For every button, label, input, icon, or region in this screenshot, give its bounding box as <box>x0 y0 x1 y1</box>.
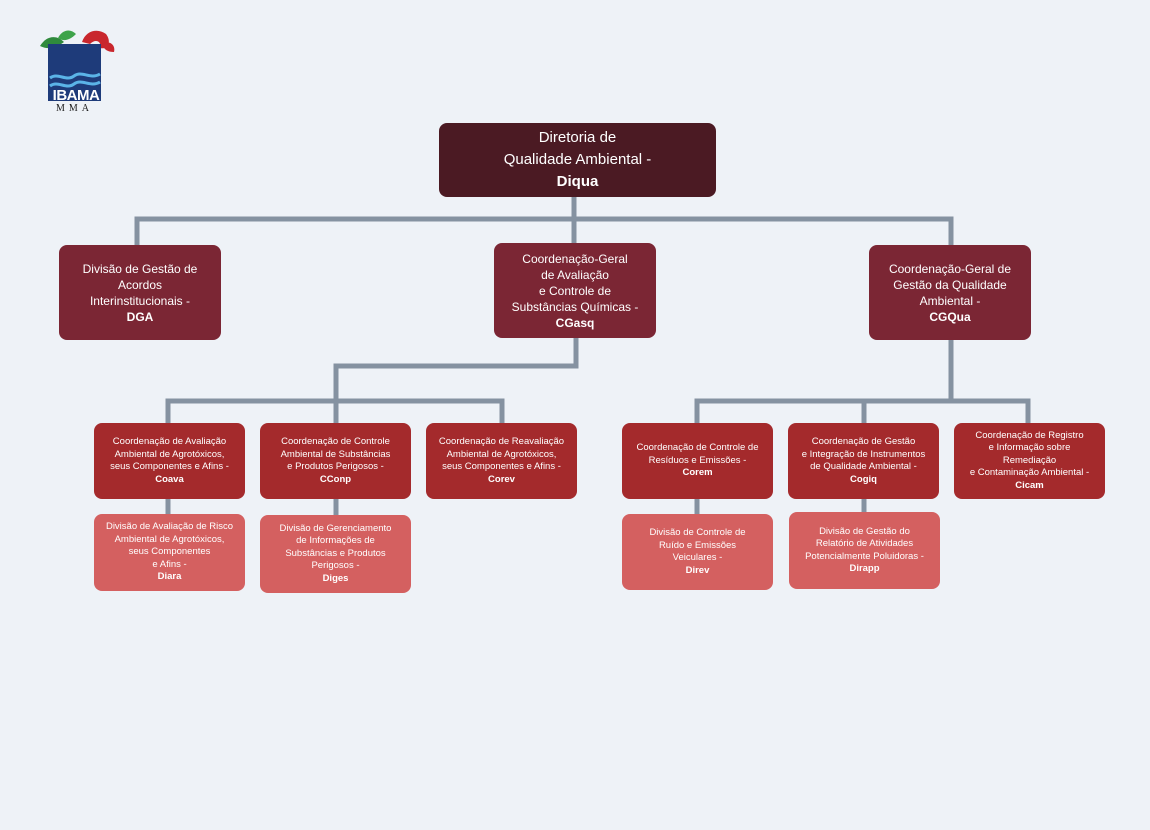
node-corem: Coordenação de Controle de Resíduos e Em… <box>622 423 773 499</box>
node-cconp: Coordenação de Controle Ambiental de Sub… <box>260 423 411 499</box>
node-abbr: Corem <box>682 467 713 479</box>
ibama-logo: IBAMA MMA <box>36 24 126 116</box>
node-name: Coordenação-Geral de Avaliação e Control… <box>511 251 639 314</box>
node-name: Divisão de Gerenciamento de Informações … <box>279 522 392 572</box>
leaf-emblem-icon <box>40 30 115 52</box>
node-dga: Divisão de Gestão de Acordos Interinstit… <box>59 245 221 340</box>
waves-icon <box>49 72 101 88</box>
logo-name: IBAMA <box>52 87 100 104</box>
node-dirapp: Divisão de Gestão do Relatório de Ativid… <box>789 512 940 589</box>
node-abbr: Corev <box>488 473 515 485</box>
node-name: Coordenação de Controle de Resíduos e Em… <box>636 442 759 466</box>
node-diges: Divisão de Gerenciamento de Informações … <box>260 515 411 593</box>
node-name: Coordenação de Avaliação Ambiental de Ag… <box>110 436 229 472</box>
node-name: Coordenação de Registro e Informação sob… <box>969 429 1090 479</box>
node-cgasq: Coordenação-Geral de Avaliação e Control… <box>494 243 656 338</box>
node-name: Divisão de Controle de Ruído e Emissões … <box>649 527 746 563</box>
node-cgqua: Coordenação-Geral de Gestão da Qualidade… <box>869 245 1031 340</box>
node-abbr: CConp <box>319 473 352 485</box>
logo-sub: MMA <box>55 103 93 114</box>
node-abbr: Coava <box>155 473 184 485</box>
node-direv: Divisão de Controle de Ruído e Emissões … <box>622 514 773 590</box>
node-diqua: Diretoria de Qualidade Ambiental - Diqua <box>439 123 716 197</box>
node-abbr: CGasq <box>555 315 595 330</box>
node-name: Coordenação de Controle Ambiental de Sub… <box>280 436 391 472</box>
node-coava: Coordenação de Avaliação Ambiental de Ag… <box>94 423 245 499</box>
node-name: Diretoria de Qualidade Ambiental - <box>503 129 652 168</box>
logo-square <box>48 44 101 101</box>
node-abbr: DGA <box>126 309 154 324</box>
node-cogiq: Coordenação de Gestão e Integração de In… <box>788 423 939 499</box>
node-name: Divisão de Avaliação de Risco Ambiental … <box>105 521 234 570</box>
node-cicam: Coordenação de Registro e Informação sob… <box>954 423 1105 499</box>
node-name: Coordenação de Gestão e Integração de In… <box>801 436 926 472</box>
node-abbr: CGQua <box>929 309 971 324</box>
node-name: Coordenação-Geral de Gestão da Qualidade… <box>888 261 1012 308</box>
node-name: Coordenação de Reavaliação Ambiental de … <box>438 436 565 472</box>
node-abbr: Diqua <box>556 173 599 190</box>
node-diara: Divisão de Avaliação de Risco Ambiental … <box>94 514 245 591</box>
node-abbr: Cogiq <box>850 473 877 485</box>
node-abbr: Cicam <box>1015 479 1044 491</box>
node-name: Divisão de Gestão do Relatório de Ativid… <box>805 525 924 562</box>
node-abbr: Dirapp <box>849 563 880 574</box>
node-abbr: Diges <box>322 572 349 584</box>
node-corev: Coordenação de Reavaliação Ambiental de … <box>426 423 577 499</box>
node-abbr: Direv <box>685 564 710 576</box>
node-name: Divisão de Gestão de Acordos Interinstit… <box>82 261 198 308</box>
node-abbr: Diara <box>157 571 182 583</box>
